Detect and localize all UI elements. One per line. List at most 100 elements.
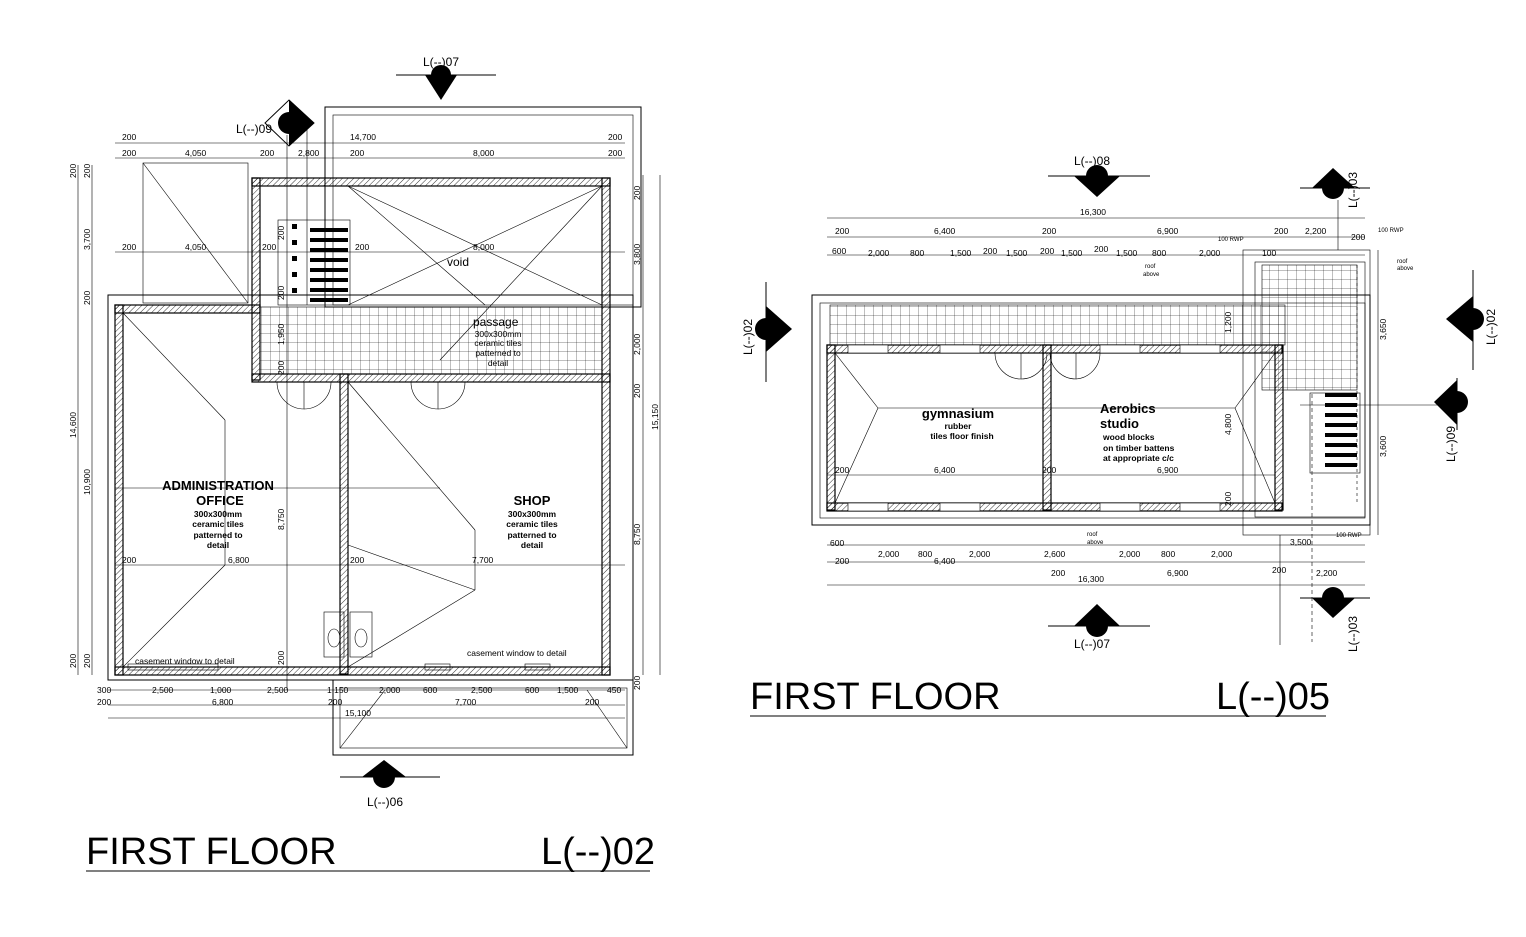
dimension: 2,000 (878, 549, 900, 559)
room-name: SHOP (514, 493, 551, 508)
dimension: 3,800 (632, 243, 642, 265)
note: roof (1145, 264, 1156, 270)
dimension: 1,950 (276, 323, 286, 345)
wall (114, 304, 261, 314)
dimension: 4,050 (185, 242, 207, 252)
dimension: 1,150 (327, 685, 349, 695)
dimension: 200 (632, 676, 642, 690)
room-note: detail (521, 540, 543, 550)
dimension: 200 (122, 148, 136, 158)
wall (251, 177, 261, 381)
wall (251, 177, 611, 187)
dimension: 800 (918, 549, 932, 559)
note: 100 RWP (1378, 228, 1404, 234)
room-note: ceramic tiles (192, 519, 244, 529)
dimension: 100 (1262, 248, 1276, 258)
dimension: 6,900 (1157, 226, 1179, 236)
passage-tiles (259, 306, 603, 375)
dimension: 2,500 (152, 685, 174, 695)
dimension: 1,500 (557, 685, 579, 695)
dimension: 2,500 (471, 685, 493, 695)
dimension: 2,000 (868, 248, 890, 258)
dimension: 6,800 (228, 555, 250, 565)
dimension: 1,000 (210, 685, 232, 695)
marker-label: L(--)09 (236, 122, 272, 136)
room-name: studio (1100, 416, 1139, 431)
dimension: 800 (1161, 549, 1175, 559)
dimension: 600 (830, 538, 844, 548)
dimension: 200 (350, 148, 364, 158)
room-note: tiles floor finish (930, 431, 993, 441)
dimension: 200 (608, 132, 622, 142)
dimension: 8,750 (276, 508, 286, 530)
dimension: 200 (328, 697, 342, 707)
dimension: 16,300 (1078, 574, 1104, 584)
dimension: 16,300 (1080, 207, 1106, 217)
room-note: patterned to (475, 348, 521, 358)
dimension: 200 (82, 291, 92, 305)
dimension: 14,600 (68, 412, 78, 438)
window-note: casement window to detail (135, 656, 235, 666)
wall (251, 373, 611, 383)
room-name: passage (473, 315, 519, 329)
room-note: rubber (945, 421, 973, 431)
dimension: 8,000 (473, 242, 495, 252)
section-marker (1300, 587, 1370, 618)
note: above (1087, 540, 1104, 546)
dimension: 2,000 (379, 685, 401, 695)
room-note: ceramic tiles (474, 338, 521, 348)
drawing-title: FIRST FLOOR (750, 676, 1001, 718)
room-note: 300x300mm (194, 509, 243, 519)
dimension: 6,900 (1157, 465, 1179, 475)
section-marker (1446, 270, 1484, 370)
section-marker (755, 282, 792, 382)
dimension: 2,200 (1305, 226, 1327, 236)
marker-label: L(--)07 (423, 55, 459, 69)
dimension: 200 (262, 242, 276, 252)
dimension: 200 (608, 148, 622, 158)
dimension: 200 (276, 286, 286, 300)
dimension: 200 (82, 654, 92, 668)
section-marker (1300, 168, 1370, 199)
dimension: 7,700 (472, 555, 494, 565)
stair-treads (292, 224, 348, 302)
section-marker (1434, 378, 1468, 430)
note: above (1397, 266, 1414, 272)
dimension: 2,000 (969, 549, 991, 559)
dimension: 200 (1274, 226, 1288, 236)
dimension: 6,400 (934, 465, 956, 475)
dimension: 200 (1351, 232, 1365, 242)
drawing-code: L(--)05 (1216, 676, 1330, 718)
dimension: 200 (350, 555, 364, 565)
note: roof (1397, 259, 1408, 265)
dimension: 6,900 (1167, 568, 1189, 578)
dimension: 4,050 (185, 148, 207, 158)
marker-label: L(--)07 (1074, 637, 1110, 651)
dimension: 200 (835, 465, 849, 475)
window-note: casement window to detail (467, 648, 567, 658)
dimension: 200 (632, 186, 642, 200)
dimension: 200 (122, 132, 136, 142)
dimension: 6,800 (212, 697, 234, 707)
dimension: 2,000 (1119, 549, 1141, 559)
dimension: 200 (1040, 246, 1054, 256)
dimension: 200 (1272, 565, 1286, 575)
room-note: 300x300mm (508, 509, 557, 519)
dimension: 200 (632, 384, 642, 398)
dimension: 200 (1223, 492, 1233, 506)
dimension: 800 (910, 248, 924, 258)
dimension: 1,500 (1006, 248, 1028, 258)
dimension: 200 (68, 164, 78, 178)
dimension: 1,500 (1061, 248, 1083, 258)
dimension: 3,500 (1290, 537, 1312, 547)
wall (1042, 344, 1052, 511)
room-note: wood blocks (1102, 432, 1155, 442)
room-name: OFFICE (196, 493, 244, 508)
dimension: 6,400 (934, 556, 956, 566)
marker-label: L(--)03 (1346, 616, 1360, 652)
wall (114, 304, 124, 676)
dimension: 200 (1042, 465, 1056, 475)
marker-label: L(--)02 (1484, 309, 1498, 345)
section-marker (396, 65, 496, 100)
